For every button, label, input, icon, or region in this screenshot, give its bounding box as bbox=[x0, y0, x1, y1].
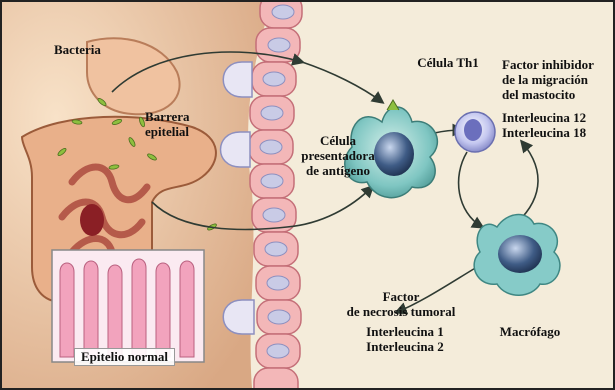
label-th1-cell: Célula Th1 bbox=[402, 55, 494, 70]
label-interleukin-12-18: Interleucina 12 Interleucina 18 bbox=[502, 110, 586, 140]
normal-epithelium-inset bbox=[52, 250, 204, 362]
macrophage bbox=[474, 215, 560, 296]
intestinal-lumen bbox=[80, 204, 104, 236]
label-bacteria: Bacteria bbox=[54, 42, 101, 57]
label-tumor-necrosis-factor: Factor de necrosis tumoral bbox=[330, 289, 472, 319]
label-normal-epithelium: Epitelio normal bbox=[74, 348, 175, 366]
label-antigen-presenting-cell: Célula presentadora de antígeno bbox=[287, 133, 389, 178]
label-interleukin-1-2: Interleucina 1 Interleucina 2 bbox=[350, 324, 460, 354]
th1-cell bbox=[455, 112, 495, 152]
label-epithelial-barrier: Barrera epitelial bbox=[145, 109, 190, 139]
label-mast-cell-migration-factor: Factor inhibidor de la migración del mas… bbox=[502, 57, 594, 102]
label-macrophage: Macrófago bbox=[490, 324, 570, 339]
